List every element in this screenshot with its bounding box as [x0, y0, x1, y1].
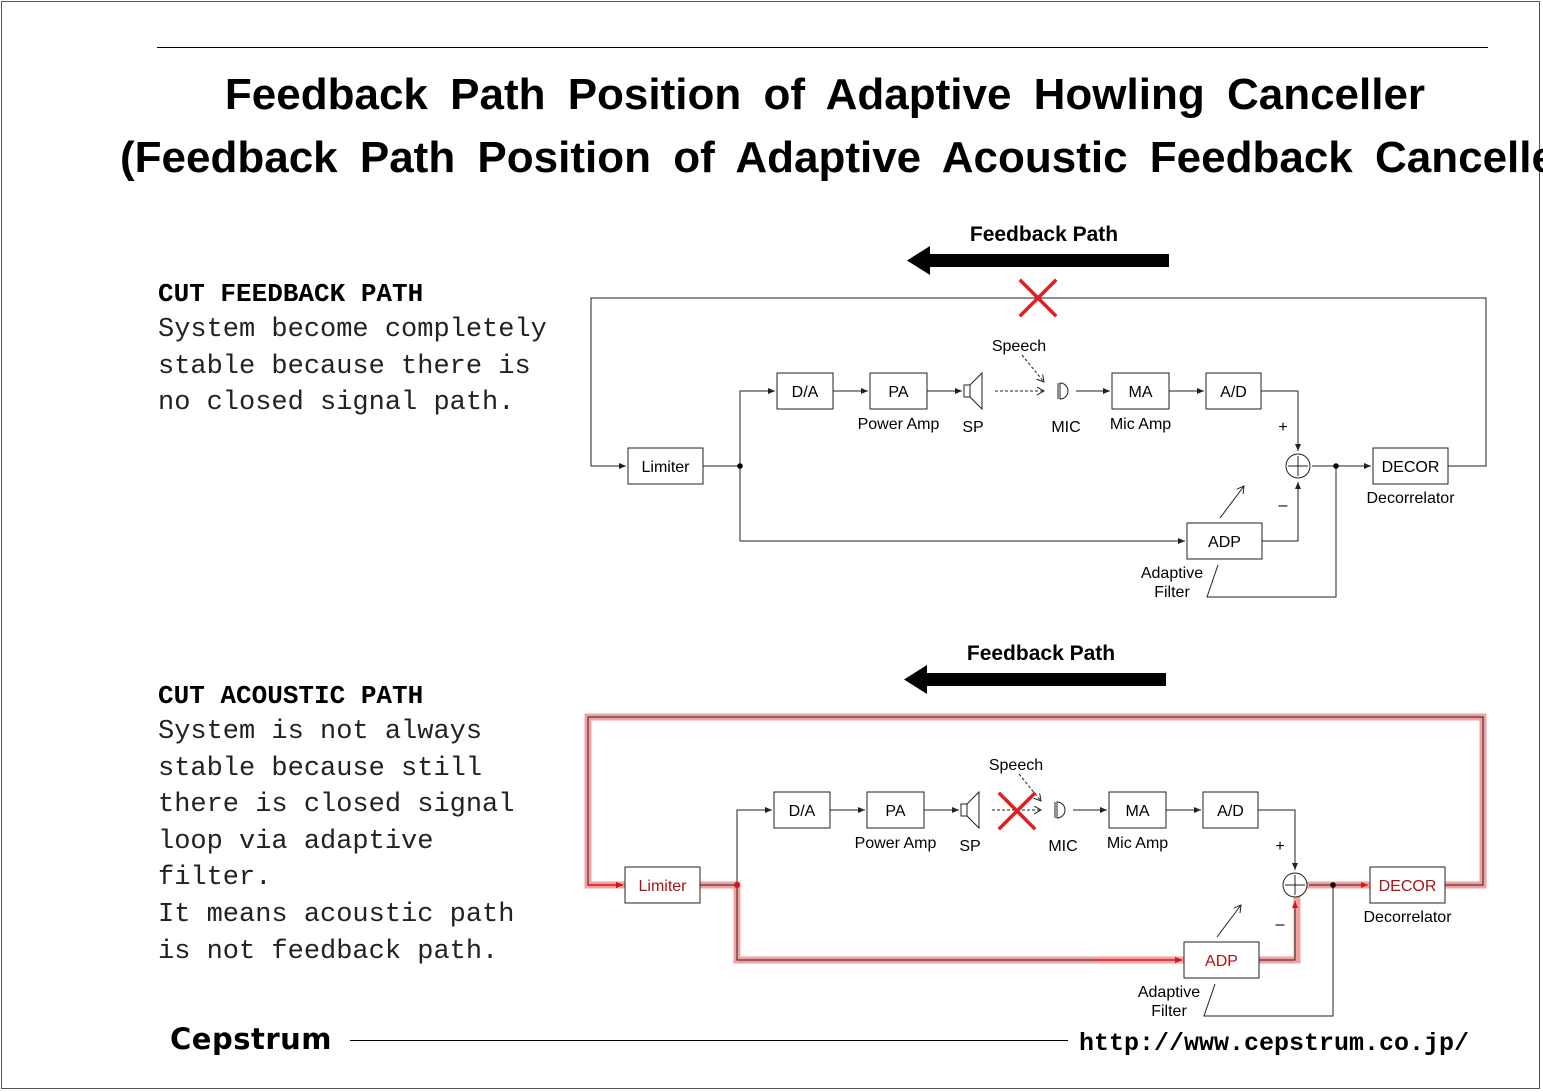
ma-block: MA [1111, 372, 1170, 410]
adp-block: ADP [1183, 941, 1260, 979]
feedback-path-arrow [907, 246, 1169, 275]
cut-mark-icon [1018, 278, 1058, 318]
mic-label: MIC [1051, 419, 1080, 436]
adaptive-label: Adaptive [1141, 565, 1203, 582]
summing-junction [1285, 453, 1311, 479]
svg-text:DECOR: DECOR [1379, 878, 1437, 895]
pa-block: PA [866, 791, 925, 829]
plus-sign: + [1278, 419, 1287, 436]
decorrelator-label: Decorrelator [1366, 490, 1455, 507]
footer-url-link[interactable]: http://www.cepstrum.co.jp/ [1079, 1029, 1470, 1058]
mic-amp-label: Mic Amp [1110, 416, 1171, 433]
adaptive-label: Adaptive [1138, 984, 1200, 1001]
page-title: Feedback Path Position of Adaptive Howli… [224, 70, 1426, 119]
junction-dot [737, 463, 743, 469]
junction-dot [1333, 463, 1339, 469]
svg-text:ADP: ADP [1205, 953, 1238, 970]
speech-label: Speech [992, 338, 1046, 355]
decor-block: DECOR [1369, 866, 1446, 904]
section-heading: CUT ACOUSTIC PATH [158, 681, 424, 711]
mic-amp-label: Mic Amp [1107, 835, 1168, 852]
section-heading: CUT FEEDBACK PATH [158, 279, 424, 309]
plus-sign: + [1275, 838, 1284, 855]
svg-text:ADP: ADP [1208, 534, 1241, 551]
microphone-icon [1054, 801, 1066, 819]
svg-text:PA: PA [885, 803, 905, 820]
decorrelator-label: Decorrelator [1363, 909, 1452, 926]
section-body: System is not always stable because stil… [158, 717, 515, 967]
microphone-icon [1057, 382, 1069, 400]
svg-text:PA: PA [888, 384, 908, 401]
pa-block: PA [869, 372, 928, 410]
speech-label: Speech [989, 757, 1043, 774]
section-body: System become completely stable because … [158, 315, 547, 419]
diagram-cut-acoustic-path: Feedback Path Limiter [584, 642, 1487, 1020]
footer-rule [350, 1040, 1068, 1041]
decor-block: DECOR [1372, 447, 1449, 485]
sp-label: SP [962, 419, 983, 436]
da-block: D/A [773, 791, 831, 829]
minus-sign: – [1279, 497, 1288, 514]
junction-dot [1330, 882, 1336, 888]
svg-text:D/A: D/A [789, 803, 816, 820]
summing-junction [1282, 872, 1308, 898]
minus-sign: – [1276, 916, 1285, 933]
page-subtitle: (Feedback Path Position of Adaptive Acou… [120, 133, 1543, 182]
footer-brand: Cepstrum [170, 1022, 332, 1056]
limiter-block: Limiter [627, 447, 704, 485]
section-cut-feedback-path: CUT FEEDBACK PATH System become complete… [158, 276, 547, 422]
filter-label: Filter [1154, 584, 1190, 601]
feedback-path-label: Feedback Path [970, 223, 1118, 246]
da-block: D/A [776, 372, 834, 410]
speaker-icon [960, 790, 980, 830]
cut-mark-icon [997, 791, 1037, 831]
feedback-path-label: Feedback Path [967, 642, 1115, 665]
closed-loop-highlight [584, 713, 1487, 964]
top-rule [157, 47, 1488, 48]
ad-block: A/D [1202, 791, 1259, 829]
power-amp-label: Power Amp [858, 416, 940, 433]
filter-label: Filter [1151, 1003, 1187, 1020]
svg-text:D/A: D/A [792, 384, 819, 401]
ad-block: A/D [1205, 372, 1262, 410]
junction-dot [734, 882, 740, 888]
svg-text:MA: MA [1129, 384, 1153, 401]
sp-label: SP [959, 838, 980, 855]
svg-text:A/D: A/D [1220, 384, 1247, 401]
svg-text:Limiter: Limiter [638, 878, 687, 895]
svg-text:A/D: A/D [1217, 803, 1244, 820]
svg-text:Limiter: Limiter [641, 459, 690, 476]
svg-text:MA: MA [1126, 803, 1150, 820]
section-cut-acoustic-path: CUT ACOUSTIC PATH System is not always s… [158, 678, 514, 970]
limiter-block: Limiter [624, 866, 701, 904]
power-amp-label: Power Amp [855, 835, 937, 852]
feedback-path-arrow [904, 665, 1166, 694]
mic-label: MIC [1048, 838, 1077, 855]
ma-block: MA [1108, 791, 1167, 829]
adp-block: ADP [1186, 522, 1263, 560]
speaker-icon [963, 371, 983, 411]
svg-text:DECOR: DECOR [1382, 459, 1440, 476]
diagram-cut-feedback-path: Feedback Path [590, 223, 1487, 601]
